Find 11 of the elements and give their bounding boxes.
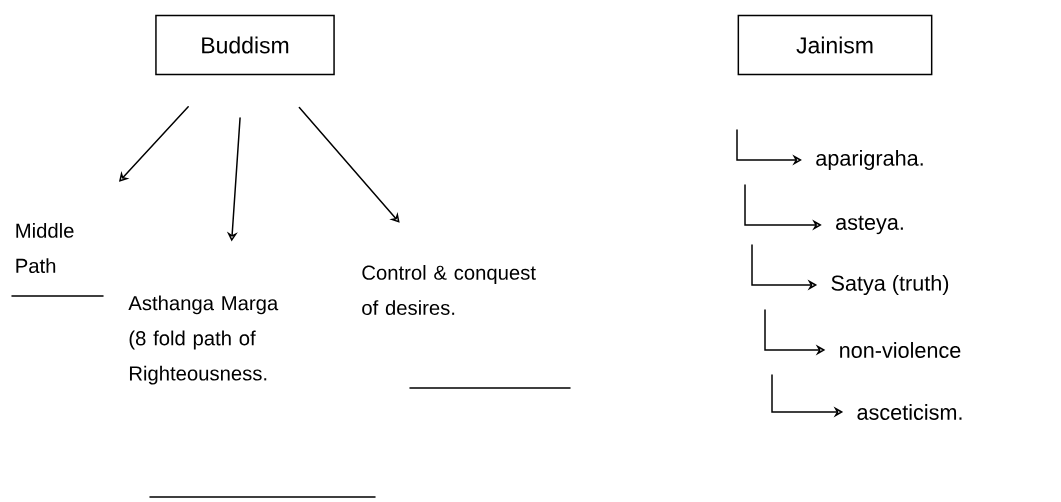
list-item: asteya. [836, 215, 903, 235]
branch-text: Control & conquest of desires. [362, 265, 536, 315]
branch-text: Middle Path [16, 223, 74, 273]
list-item: aparigraha. [816, 149, 923, 171]
list-item: non-violence [840, 342, 961, 358]
title-box: Buddism [155, 14, 335, 76]
branch-text: Asthanga Marga (8 fold path of Righteousness. [128, 295, 279, 385]
title-box: Jainism [737, 14, 933, 76]
arrow [298, 106, 400, 223]
list-item: Satya (truth) [831, 274, 949, 296]
list-item: asceticism. [857, 404, 962, 420]
